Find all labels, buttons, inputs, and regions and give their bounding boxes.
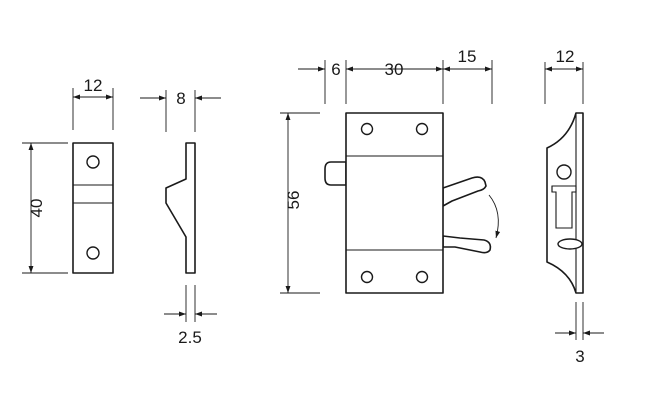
mounting-hole <box>415 122 429 136</box>
dimension-strike-plate-thickness: 2.5 <box>164 285 217 347</box>
dimension-strike-width: 12 <box>72 76 114 130</box>
dimension-latch-side-thickness: 3 <box>555 302 604 366</box>
latch-body-front-view <box>324 112 501 294</box>
dimension-label: 2.5 <box>178 328 202 347</box>
dimension-label: 8 <box>176 89 185 108</box>
strike-plate-front-view <box>72 142 114 274</box>
latch-lever <box>442 176 492 254</box>
dimension-latch-height: 56 <box>280 112 320 294</box>
dimension-latch-side-depth: 12 <box>544 47 584 104</box>
strike-plate-side-view <box>165 142 196 274</box>
dimension-latch-widths: 6 30 15 <box>298 47 493 104</box>
dimension-label: 56 <box>284 191 303 210</box>
dimension-label: 30 <box>385 60 404 79</box>
mounting-hole <box>86 246 100 260</box>
dimension-label: 12 <box>556 47 575 66</box>
dimension-strike-height: 40 <box>22 142 68 274</box>
dimension-label: 6 <box>331 60 340 79</box>
dimension-label: 3 <box>575 347 584 366</box>
mounting-hole <box>360 270 374 284</box>
dimension-label: 40 <box>27 199 46 218</box>
dimension-label: 15 <box>458 47 477 66</box>
mounting-hole <box>415 270 429 284</box>
dimension-strike-side-depth: 8 <box>140 89 221 132</box>
mounting-hole <box>86 155 100 169</box>
latch-side-view <box>546 112 584 294</box>
mounting-hole <box>360 122 374 136</box>
dimension-label: 12 <box>84 76 103 95</box>
